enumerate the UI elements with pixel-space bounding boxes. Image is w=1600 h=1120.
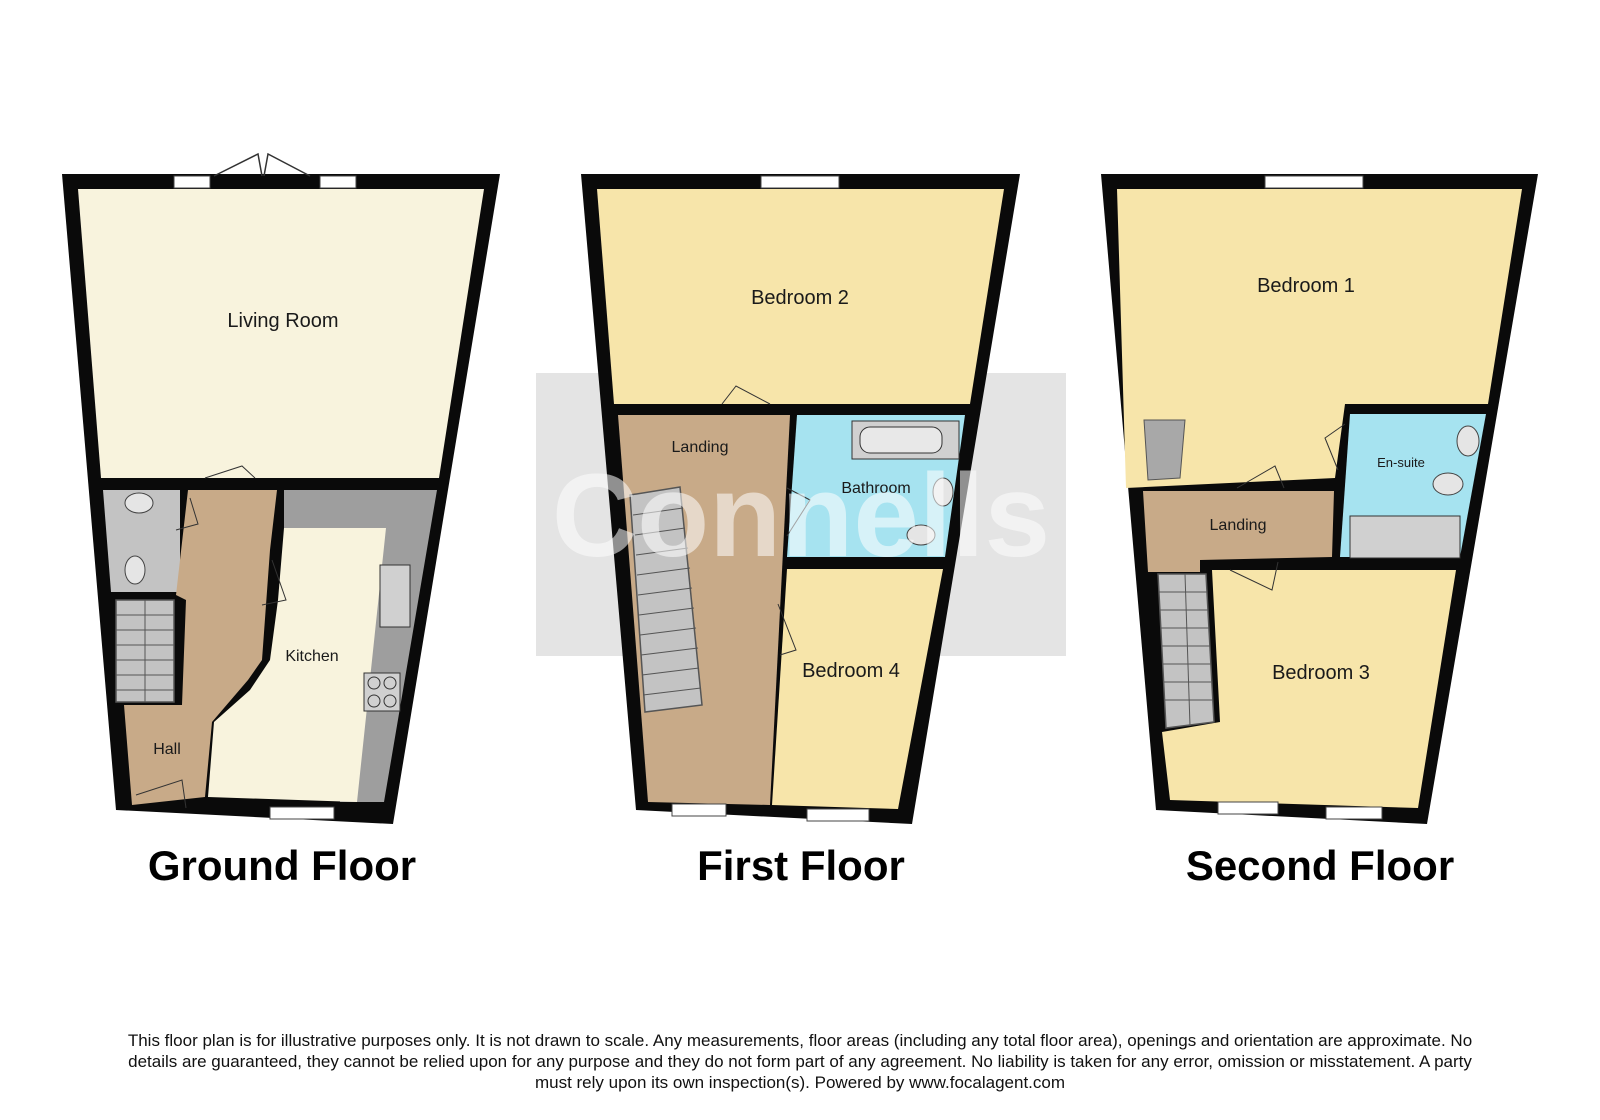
room-label-living-room: Living Room bbox=[227, 310, 338, 332]
door-icon bbox=[777, 603, 797, 656]
room-label-en-suite: En-suite bbox=[1377, 455, 1425, 470]
door-icon bbox=[1229, 561, 1279, 591]
hall bbox=[124, 490, 277, 805]
door-icon bbox=[175, 497, 199, 531]
first-floor-plan: Bedroom 2 Landing Bathroom Bedroom 4 Fir… bbox=[581, 174, 1020, 889]
hob-icon bbox=[363, 672, 401, 712]
window-icon bbox=[671, 803, 727, 817]
door-icon bbox=[1324, 423, 1346, 471]
window-icon bbox=[269, 806, 335, 820]
door-icon bbox=[135, 779, 187, 809]
room-label-bedroom-2: Bedroom 2 bbox=[751, 287, 849, 309]
window-icon bbox=[173, 175, 211, 189]
room-label-bedroom-4: Bedroom 4 bbox=[802, 660, 900, 682]
second-stairs bbox=[1157, 573, 1215, 729]
window-icon bbox=[1264, 175, 1364, 189]
floor-title-second: Second Floor bbox=[1186, 842, 1454, 889]
sink-icon bbox=[379, 564, 411, 628]
window-icon bbox=[1325, 806, 1383, 820]
watermark-text: Connells bbox=[552, 450, 1050, 582]
shower-tray-icon bbox=[1349, 515, 1461, 559]
bedroom-4 bbox=[772, 569, 943, 809]
second-floor-plan: Bedroom 1 En-suite Landing Bedroom 3 Sec… bbox=[1101, 174, 1538, 889]
disclaimer-line: details are guaranteed, they cannot be r… bbox=[128, 1052, 1472, 1071]
window-icon bbox=[1217, 801, 1279, 815]
room-label-hall: Hall bbox=[153, 741, 181, 758]
bedroom-1 bbox=[1117, 189, 1522, 488]
first-stairs bbox=[629, 486, 703, 713]
window-icon bbox=[760, 175, 840, 189]
toilet-icon bbox=[906, 524, 936, 546]
door-icon bbox=[721, 385, 771, 405]
disclaimer-line: This floor plan is for illustrative purp… bbox=[127, 1031, 1473, 1050]
door-icon bbox=[786, 487, 811, 537]
ground-floor-plan: Living Room Kitchen Hall Ground Floor bbox=[62, 152, 500, 889]
floor-title-ground: Ground Floor bbox=[148, 842, 416, 889]
toilet-icon bbox=[124, 492, 154, 514]
toilet-icon bbox=[124, 555, 146, 585]
wardrobe-icon bbox=[1143, 419, 1186, 481]
door-icon bbox=[204, 465, 256, 479]
landing-second bbox=[1143, 491, 1334, 572]
disclaimer: This floor plan is for illustrative purp… bbox=[40, 1030, 1560, 1093]
floor-title-first: First Floor bbox=[697, 842, 905, 889]
room-label-bedroom-1: Bedroom 1 bbox=[1257, 275, 1355, 297]
french-door-icon bbox=[213, 152, 311, 177]
toilet-icon bbox=[1432, 472, 1464, 496]
room-label-bedroom-3: Bedroom 3 bbox=[1272, 662, 1370, 684]
living-room bbox=[78, 189, 484, 478]
room-label-kitchen: Kitchen bbox=[285, 648, 338, 665]
kitchen bbox=[208, 528, 386, 802]
toilet-icon bbox=[932, 477, 954, 507]
disclaimer-line: must rely upon its own inspection(s). Po… bbox=[534, 1073, 1066, 1092]
door-icon bbox=[261, 559, 287, 606]
door-icon bbox=[1236, 465, 1285, 489]
bedroom-3 bbox=[1162, 570, 1456, 808]
ground-stairs bbox=[115, 599, 175, 703]
window-icon bbox=[806, 808, 870, 822]
room-label-bathroom: Bathroom bbox=[841, 480, 910, 497]
room-label-landing: Landing bbox=[672, 439, 729, 456]
bedroom-2 bbox=[597, 189, 1004, 404]
room-label-landing: Landing bbox=[1210, 517, 1267, 534]
window-icon bbox=[319, 175, 357, 189]
wc-room bbox=[103, 490, 180, 592]
toilet-icon bbox=[1456, 425, 1480, 457]
